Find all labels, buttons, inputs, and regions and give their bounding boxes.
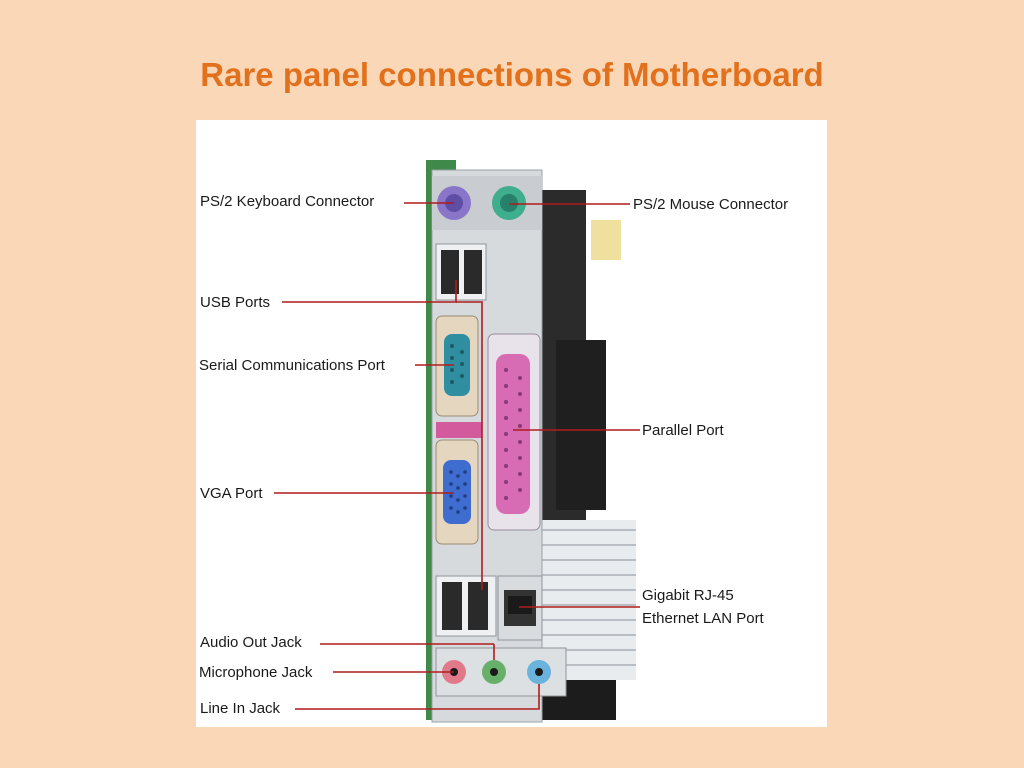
label-serial-port: Serial Communications Port [199,357,385,374]
leader-lines [274,202,640,710]
serial-port [435,315,479,417]
label-gigabit-line2: Ethernet LAN Port [642,610,764,627]
label-audio-out: Audio Out Jack [200,634,302,651]
label-ps2-mouse: PS/2 Mouse Connector [633,196,789,213]
usb-ports-bottom [435,575,497,637]
usb-ports-top [435,243,487,301]
line-in-leader [295,684,540,710]
label-parallel-port: Parallel Port [642,422,724,439]
label-gigabit-line1: Gigabit RJ-45 [642,587,734,604]
motherboard-figure: PS/2 Keyboard Connector PS/2 Mouse Conne… [196,120,827,727]
label-ps2-keyboard: PS/2 Keyboard Connector [200,193,375,210]
label-usb-ports: USB Ports [200,294,271,311]
vga-port [435,439,479,545]
header-block [436,422,482,438]
audio-jacks [435,647,567,697]
rj45-port [497,575,543,641]
slide-title: Rare panel connections of Motherboard [200,56,824,93]
parallel-port [487,333,541,531]
label-vga-port: VGA Port [200,485,263,502]
label-microphone: Microphone Jack [199,664,313,681]
label-line-in: Line In Jack [200,700,281,717]
motherboard-illustration [274,160,640,723]
